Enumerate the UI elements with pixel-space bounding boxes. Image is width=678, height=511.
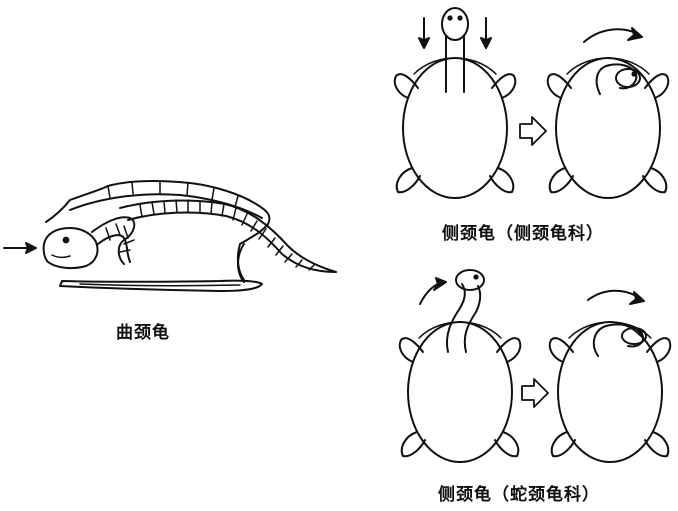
hollow-right-arrow-icon [519, 116, 547, 146]
eye [447, 15, 453, 21]
eye [631, 71, 637, 77]
arrow-icon [583, 27, 643, 43]
arrow-icon [587, 289, 645, 305]
rear-right-leg [494, 431, 520, 458]
rear-right-leg [642, 167, 668, 194]
pelomedusid-extended-figure [393, 7, 517, 199]
shell-rim [413, 57, 497, 75]
turtle-mouth [51, 254, 71, 259]
front-right-leg [646, 337, 672, 363]
head [455, 269, 485, 291]
chelid-tucked-figure [548, 289, 672, 463]
head [615, 68, 641, 88]
shell-rim [418, 321, 502, 339]
rear-left-leg [395, 167, 421, 194]
rear-left-leg [548, 167, 574, 194]
hollow-right-arrow-icon [521, 378, 549, 408]
folded-neck [91, 216, 136, 265]
front-right-leg [644, 73, 670, 99]
caption-side-neck-chelidae: 侧颈龟（蛇颈龟科） [438, 485, 600, 505]
bent-neck [592, 323, 644, 357]
head [621, 327, 647, 345]
eye [637, 330, 643, 336]
rear-left-leg [550, 431, 576, 458]
front-right-leg [496, 337, 522, 363]
neck [446, 283, 466, 353]
front-right-leg [491, 73, 517, 99]
front-left-leg [546, 73, 572, 99]
pelomedusid-tucked-figure [546, 27, 670, 199]
head [441, 7, 469, 41]
front-left-leg [398, 337, 424, 363]
turtle-head [42, 227, 99, 270]
plastron-inner [79, 283, 241, 287]
rear-right-leg [489, 167, 515, 194]
shell-side [237, 243, 245, 283]
arrow-icon [419, 277, 447, 305]
rear-left-leg [400, 431, 426, 458]
neck-stripes [105, 223, 135, 253]
eye [457, 15, 463, 21]
eye [473, 274, 479, 280]
spine-top [119, 199, 337, 273]
arrow-icon [3, 242, 37, 254]
caption-side-neck-pelomedusidae: 侧颈龟（侧颈龟科） [442, 224, 604, 244]
carapace [45, 180, 271, 281]
front-left-leg [548, 337, 574, 363]
neck [445, 35, 465, 93]
arrow-icon [418, 17, 492, 49]
carapace-scutes [107, 180, 239, 208]
neck [463, 285, 482, 353]
plastron [59, 279, 263, 292]
rear-right-leg [644, 431, 670, 458]
folded-neck-outer [97, 234, 131, 263]
hidden-neck-turtle-figure [3, 180, 337, 292]
spine-segments [139, 199, 315, 271]
front-left-leg [393, 73, 419, 99]
caption-hidden-neck-turtle: 曲颈龟 [116, 323, 170, 343]
turtle-eye [62, 236, 70, 244]
spine-bottom [127, 211, 337, 273]
bent-neck [595, 63, 638, 95]
shell-rim [566, 57, 650, 75]
chelid-extended-figure [398, 269, 522, 463]
